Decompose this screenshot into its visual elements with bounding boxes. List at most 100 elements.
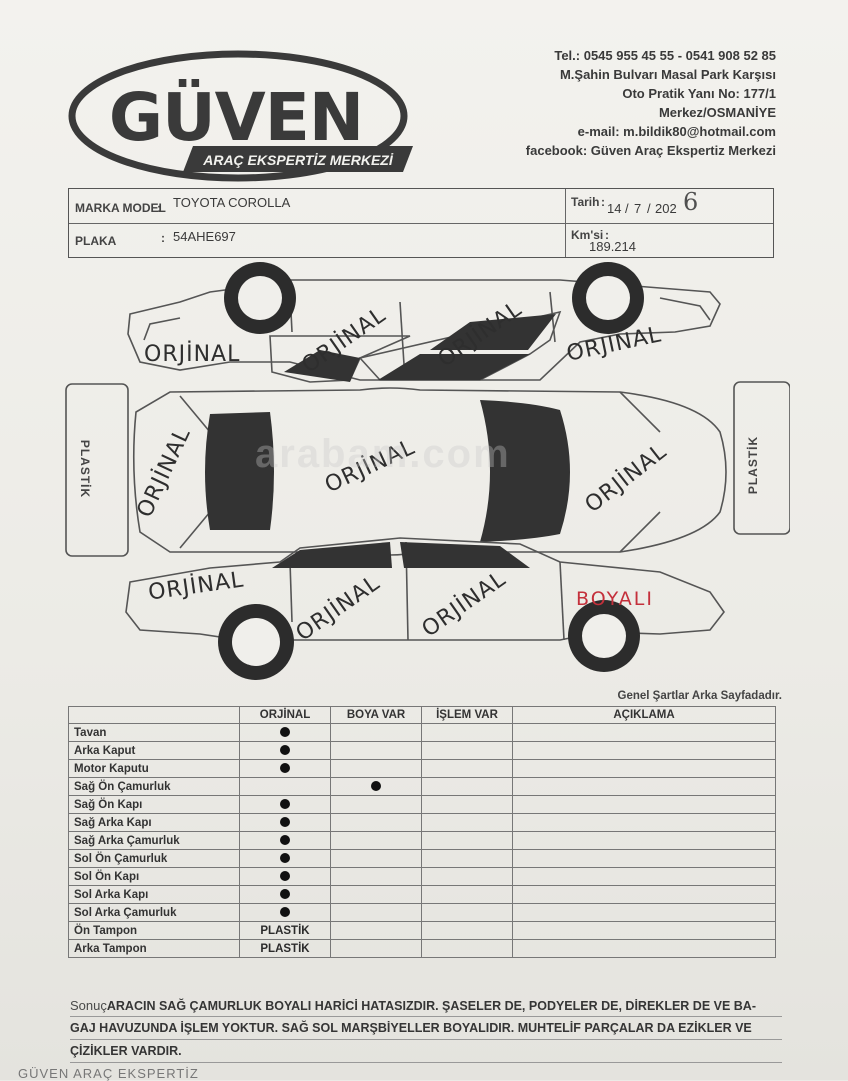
- plate-value: 54AHE697: [173, 229, 236, 244]
- km-value: 189.214: [589, 239, 636, 254]
- table-row: Sağ Arka Çamurluk: [68, 831, 776, 850]
- contact-address-2: Oto Pratik Yanı No: 177/1: [622, 86, 776, 101]
- conclusion-label: Sonuç: [70, 998, 107, 1013]
- cell-boya: [330, 741, 422, 760]
- cell-islem: [421, 867, 513, 886]
- cell-orjinal: [239, 777, 331, 796]
- plastik-label-front: PLASTİK: [78, 439, 93, 499]
- part-name: Sol Ön Kapı: [68, 867, 240, 886]
- status-dot-icon: [280, 799, 290, 810]
- contact-facebook: facebook: Güven Araç Ekspertiz Merkezi: [525, 143, 776, 158]
- cell-islem: [421, 831, 513, 850]
- cell-orjinal: [239, 903, 331, 922]
- cell-orjinal: [239, 867, 331, 886]
- footer-text: GÜVEN ARAÇ EKSPERTİZ: [18, 1066, 199, 1081]
- cell-boya: [330, 903, 422, 922]
- cell-islem: [421, 741, 513, 760]
- cell-aciklama: [512, 813, 776, 832]
- cell-orjinal: [239, 741, 331, 760]
- table-header-row: ORJİNAL BOYA VAR İŞLEM VAR AÇIKLAMA: [68, 706, 776, 724]
- table-row: Motor Kaputu: [68, 759, 776, 778]
- cell-boya: [330, 759, 422, 778]
- cell-aciklama: [512, 777, 776, 796]
- cell-islem: [421, 723, 513, 742]
- part-name: Tavan: [68, 723, 240, 742]
- cell-aciklama: [512, 903, 776, 922]
- contact-email: e-mail: m.bildik80@hotmail.com: [577, 124, 776, 139]
- header-islem-var: İŞLEM VAR: [421, 706, 513, 724]
- stamp-boyali: BOYALI: [576, 588, 654, 610]
- status-dot-icon: [280, 763, 290, 774]
- part-name: Ön Tampon: [68, 921, 240, 940]
- status-dot-icon: [280, 817, 290, 828]
- part-name: Sol Arka Çamurluk: [68, 903, 240, 922]
- cell-aciklama: [512, 723, 776, 742]
- cell-boya: [330, 921, 422, 940]
- cell-islem: [421, 903, 513, 922]
- cell-aciklama: [512, 795, 776, 814]
- cell-islem: [421, 921, 513, 940]
- table-row: Sol Arka Çamurluk: [68, 903, 776, 922]
- cell-boya: [330, 939, 422, 958]
- conclusion-section: SonuçARACIN SAĞ ÇAMURLUK BOYALI HARİCİ H…: [70, 994, 782, 1063]
- table-row: Sol Ön Kapı: [68, 867, 776, 886]
- plate-label: PLAKA: [75, 234, 117, 248]
- part-name: Sağ Ön Kapı: [68, 795, 240, 814]
- cell-islem: [421, 939, 513, 958]
- cell-boya: [330, 867, 422, 886]
- logo-tagline: ARAÇ EKSPERTİZ MERKEZİ: [202, 152, 394, 168]
- part-name: Sağ Ön Çamurluk: [68, 777, 240, 796]
- cell-orjinal: [239, 849, 331, 868]
- parts-status-table: ORJİNAL BOYA VAR İŞLEM VAR AÇIKLAMA Tava…: [68, 706, 776, 958]
- cell-plastik: PLASTİK: [239, 939, 331, 958]
- cell-boya: [330, 849, 422, 868]
- part-name: Sol Arka Kapı: [68, 885, 240, 904]
- car-damage-diagram: ORJİNAL ORJİNAL ORJİNAL ORJİNAL ORJİNAL …: [60, 262, 790, 682]
- table-row: Sol Arka Kapı: [68, 885, 776, 904]
- km-label: Km'si: [571, 228, 604, 242]
- header-part: [68, 706, 240, 724]
- model-label: MARKA MODEL: [75, 201, 166, 215]
- table-row: Sağ Arka Kapı: [68, 813, 776, 832]
- cell-aciklama: [512, 921, 776, 940]
- table-row: Sağ Ön Kapı: [68, 795, 776, 814]
- watermark: arabam.com: [255, 432, 511, 476]
- cell-orjinal: [239, 759, 331, 778]
- cell-islem: [421, 849, 513, 868]
- conclusion-line-1: ARACIN SAĞ ÇAMURLUK BOYALI HARİCİ HATASI…: [106, 999, 756, 1013]
- cell-boya: [330, 795, 422, 814]
- table-row: Sol Ön Çamurluk: [68, 849, 776, 868]
- status-dot-icon: [280, 835, 290, 846]
- cell-boya: [330, 723, 422, 742]
- vehicle-info-table: MARKA MODEL : TOYOTA COROLLA Tarih : 14 …: [68, 188, 774, 258]
- date-day: 14: [607, 201, 622, 216]
- status-dot-icon: [280, 727, 290, 738]
- cell-aciklama: [512, 885, 776, 904]
- cell-islem: [421, 813, 513, 832]
- cell-islem: [421, 885, 513, 904]
- stamp-orjinal-1: ORJİNAL: [144, 342, 241, 367]
- cell-aciklama: [512, 939, 776, 958]
- cell-islem: [421, 777, 513, 796]
- status-dot-icon: [280, 889, 290, 900]
- cell-islem: [421, 759, 513, 778]
- cell-orjinal: [239, 723, 331, 742]
- cell-boya: [330, 831, 422, 850]
- cell-boya: [330, 885, 422, 904]
- date-label: Tarih: [571, 195, 600, 209]
- table-row: Sağ Ön Çamurluk: [68, 777, 776, 796]
- cell-orjinal: [239, 813, 331, 832]
- logo-brand-text: GÜVEN: [109, 79, 363, 156]
- header-orjinal: ORJİNAL: [239, 706, 331, 724]
- status-dot-icon: [280, 745, 290, 756]
- contact-address-1: M.Şahin Bulvarı Masal Park Karşısı: [559, 67, 776, 82]
- date-month: 7: [634, 201, 642, 216]
- contact-city: Merkez/OSMANİYE: [658, 105, 776, 120]
- cell-islem: [421, 795, 513, 814]
- date-year: 202: [655, 201, 677, 216]
- status-dot-icon: [280, 871, 290, 882]
- cell-aciklama: [512, 741, 776, 760]
- plastik-label-rear: PLASTİK: [746, 435, 761, 495]
